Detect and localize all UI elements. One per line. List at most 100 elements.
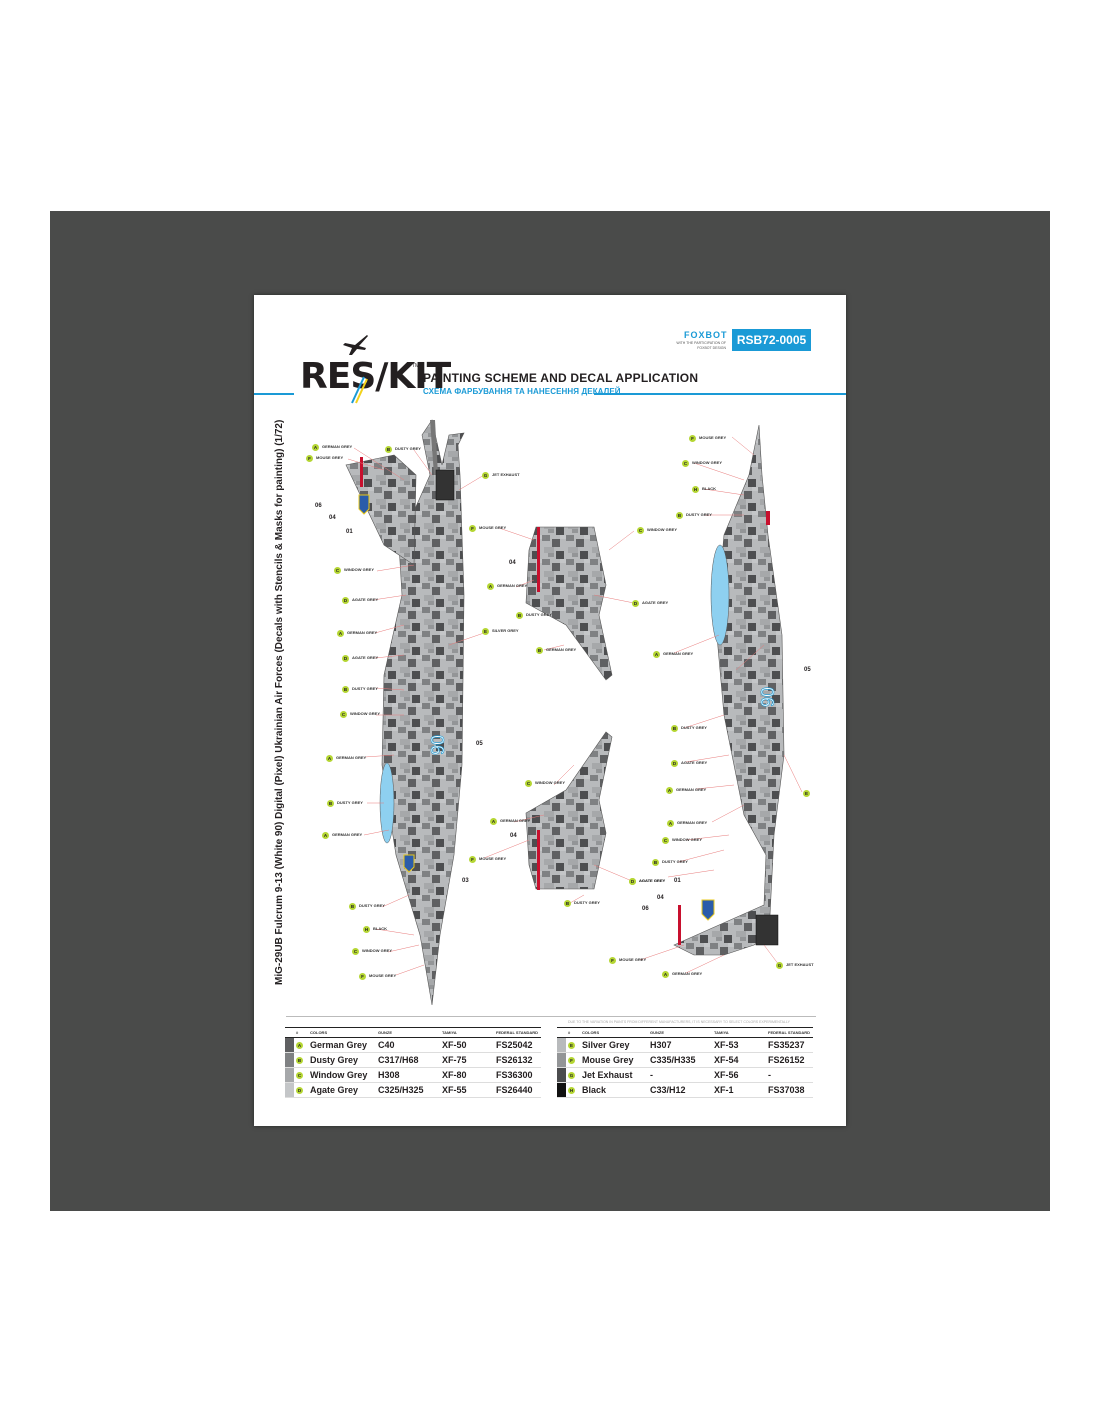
color-gunze: C325/H325 bbox=[376, 1082, 440, 1098]
instruction-sheet: RES/KIT TM PAINTING SCHEME AND DECAL APP… bbox=[254, 295, 846, 1126]
paint-note: DUE TO THE VARIATION IN PAINTS FROM DIFF… bbox=[568, 1020, 790, 1024]
color-name: Jet Exhaust bbox=[580, 1067, 648, 1083]
color-letter: G bbox=[566, 1067, 580, 1083]
color-name: Window Grey bbox=[308, 1067, 376, 1083]
table-divider bbox=[286, 1016, 816, 1017]
color-gunze: C317/H68 bbox=[376, 1052, 440, 1068]
tail-number-left: 06 bbox=[427, 735, 447, 755]
decal-number: 04 bbox=[657, 895, 664, 901]
color-letter: B bbox=[294, 1052, 308, 1068]
color-swatch bbox=[285, 1082, 294, 1098]
color-fs: FS35237 bbox=[766, 1037, 813, 1053]
color-table-right: # COLORS GUNZE TAMIYA FEDERAL STANDARD E… bbox=[557, 1027, 813, 1098]
color-fs: FS26152 bbox=[766, 1052, 813, 1068]
color-gunze: C33/H12 bbox=[648, 1082, 712, 1098]
color-fs: FS36300 bbox=[494, 1067, 541, 1083]
left-profile-view: 06 bbox=[345, 419, 465, 1006]
color-letter: A bbox=[294, 1037, 308, 1053]
color-gunze: C335/H335 bbox=[648, 1052, 712, 1068]
leader-lines bbox=[347, 436, 803, 976]
color-letter: D bbox=[294, 1082, 308, 1098]
color-name: Silver Grey bbox=[580, 1037, 648, 1053]
foxbot-logo: FOXBOT bbox=[684, 330, 728, 340]
color-tamiya: XF-53 bbox=[712, 1037, 766, 1053]
color-tamiya: XF-1 bbox=[712, 1082, 766, 1098]
header-rule-left bbox=[254, 393, 294, 395]
color-swatch bbox=[285, 1037, 294, 1053]
color-letter: F bbox=[566, 1052, 580, 1068]
right-profile-view: 06 bbox=[673, 424, 785, 956]
color-swatch bbox=[557, 1052, 566, 1068]
decal-number: 04 bbox=[510, 833, 517, 839]
color-tamiya: XF-50 bbox=[440, 1037, 494, 1053]
color-gunze: - bbox=[648, 1067, 712, 1083]
callout-right-9: E bbox=[803, 789, 810, 797]
page-title: PAINTING SCHEME AND DECAL APPLICATION bbox=[423, 371, 699, 385]
decal-number: 04 bbox=[329, 515, 336, 521]
color-fs: - bbox=[766, 1067, 813, 1083]
color-letter: E bbox=[566, 1037, 580, 1053]
color-swatch bbox=[557, 1067, 566, 1083]
aircraft-artwork: 06 06 bbox=[345, 419, 803, 1006]
decal-number: 05 bbox=[804, 667, 811, 673]
color-swatch bbox=[557, 1037, 566, 1053]
color-fs: FS25042 bbox=[494, 1037, 541, 1053]
color-name: Agate Grey bbox=[308, 1082, 376, 1098]
fin-view-lower bbox=[525, 731, 613, 890]
color-name: Black bbox=[580, 1082, 648, 1098]
decal-number: 03 bbox=[462, 878, 469, 884]
color-swatch bbox=[557, 1082, 566, 1098]
decal-number: 06 bbox=[315, 503, 322, 509]
decal-number: 06 bbox=[642, 906, 649, 912]
color-letter: H bbox=[566, 1082, 580, 1098]
product-code-badge: RSB72-0005 bbox=[732, 329, 811, 351]
color-tamiya: XF-54 bbox=[712, 1052, 766, 1068]
reskit-logo: RES/KIT bbox=[300, 356, 451, 397]
decal-number: 05 bbox=[476, 741, 483, 747]
color-tamiya: XF-80 bbox=[440, 1067, 494, 1083]
page-subtitle: СХЕМА ФАРБУВАННЯ ТА НАНЕСЕННЯ ДЕКАЛЕЙ bbox=[423, 387, 621, 396]
color-gunze: C40 bbox=[376, 1037, 440, 1053]
color-fs: FS26440 bbox=[494, 1082, 541, 1098]
color-letter: C bbox=[294, 1067, 308, 1083]
